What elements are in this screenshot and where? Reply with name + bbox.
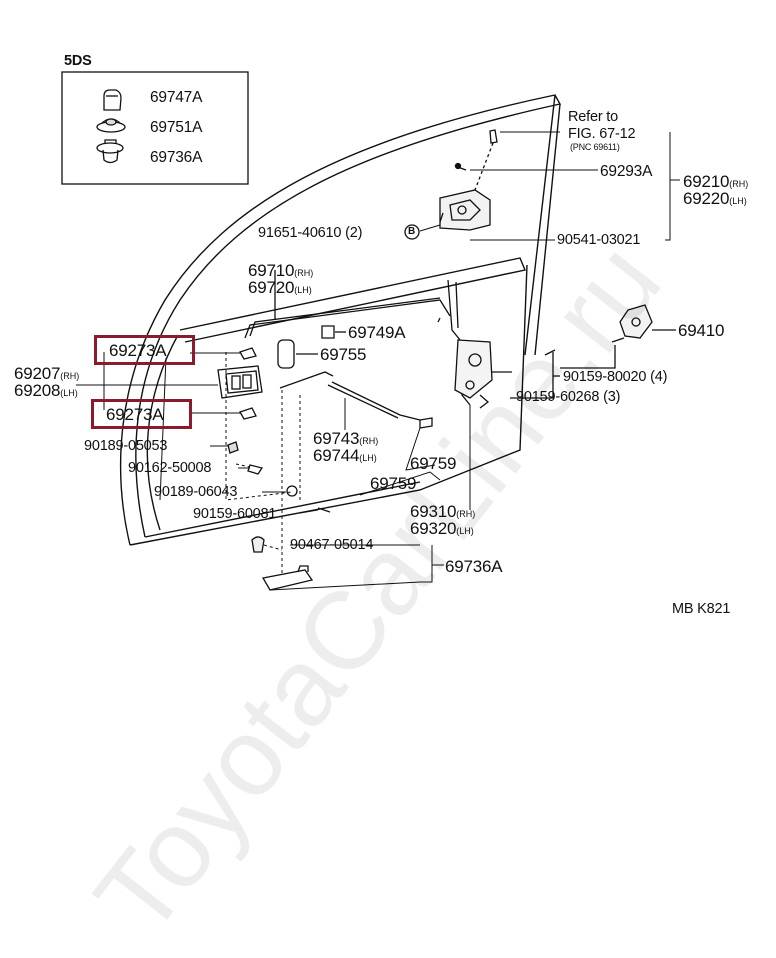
door-frame xyxy=(119,94,562,546)
pad-69736A xyxy=(261,569,314,591)
clip-icon-69747A xyxy=(103,89,122,111)
part-90162-50008[interactable]: 90162-50008 xyxy=(128,460,212,476)
highlight-box-bottom xyxy=(91,399,192,429)
leader-lines-lower xyxy=(76,352,471,591)
part-69755[interactable]: 69755 xyxy=(320,345,367,364)
part-69759-lower[interactable]: 69759 xyxy=(370,474,417,493)
dash-1 xyxy=(474,142,494,191)
inset-box xyxy=(61,71,249,185)
part-69751A[interactable]: 69751A xyxy=(150,119,203,136)
part-69273A-bottom[interactable]: 69273A xyxy=(106,405,164,424)
diagram-drawing xyxy=(61,71,680,591)
part-90159-80020[interactable]: 90159-80020 (4) xyxy=(563,369,668,385)
part-69310[interactable]: 69310(RH) xyxy=(410,502,476,521)
clip-69749A xyxy=(321,325,346,339)
dashed-guides xyxy=(225,352,301,581)
part-69710[interactable]: 69710(RH) xyxy=(248,261,314,280)
part-69410[interactable]: 69410 xyxy=(678,321,725,340)
part-90189-05053[interactable]: 90189-05053 xyxy=(84,438,168,454)
parts-diagram: ToyotaCarLine.ru 5DS 69747A 69751A 69736… xyxy=(14,53,749,957)
small-clips-left xyxy=(227,347,331,553)
part-69736A-inset[interactable]: 69736A xyxy=(150,149,203,166)
part-69320[interactable]: 69320(LH) xyxy=(410,519,474,538)
part-69743[interactable]: 69743(RH) xyxy=(313,429,379,448)
part-69759-upper[interactable]: 69759 xyxy=(410,454,457,473)
figure-code: MB K821 xyxy=(672,601,731,617)
b-mark-circle xyxy=(404,224,420,240)
part-69210[interactable]: 69210(RH) xyxy=(683,172,749,191)
b-mark: B xyxy=(408,226,416,237)
part-90159-60081[interactable]: 90159-60081 xyxy=(193,506,277,522)
clip-icon-69736A xyxy=(96,139,124,164)
cover-69755 xyxy=(277,339,295,369)
part-90467-05014[interactable]: 90467-05014 xyxy=(290,537,374,553)
part-69208[interactable]: 69208(LH) xyxy=(14,381,78,400)
refer-pnc: (PNC 69611) xyxy=(570,142,620,152)
striker-69410 xyxy=(560,304,676,369)
inside-handle-assembly xyxy=(439,189,491,231)
clip-icon-69751A xyxy=(96,118,126,133)
inset-title: 5DS xyxy=(64,53,92,69)
refer-fig[interactable]: FIG. 67-12 xyxy=(568,126,636,142)
part-69720[interactable]: 69720(LH) xyxy=(248,278,312,297)
part-69273A-top[interactable]: 69273A xyxy=(109,341,167,360)
part-69744[interactable]: 69744(LH) xyxy=(313,446,377,465)
refer-line1: Refer to xyxy=(568,109,618,125)
highlight-box-top xyxy=(94,335,195,365)
door-lock-assembly-69310 xyxy=(419,279,512,429)
handle-bezel-69207 xyxy=(217,365,263,399)
part-69207[interactable]: 69207(RH) xyxy=(14,364,80,383)
part-69736A[interactable]: 69736A xyxy=(445,557,503,576)
clip-69611 xyxy=(489,129,498,144)
part-90541-03021[interactable]: 90541-03021 xyxy=(557,232,641,248)
part-69747A[interactable]: 69747A xyxy=(150,89,203,106)
screws-right xyxy=(510,349,560,399)
part-69220[interactable]: 69220(LH) xyxy=(683,189,747,208)
lock-rods xyxy=(244,270,451,421)
part-69749A[interactable]: 69749A xyxy=(348,323,406,342)
leader-lines-upper xyxy=(419,131,680,241)
pad-tab xyxy=(297,565,309,573)
part-91651-40610[interactable]: 91651-40610 (2) xyxy=(258,225,363,241)
part-90159-60268[interactable]: 90159-60268 (3) xyxy=(516,389,621,405)
part-90189-06043[interactable]: 90189-06043 xyxy=(154,484,238,500)
part-69293A[interactable]: 69293A xyxy=(600,163,653,180)
